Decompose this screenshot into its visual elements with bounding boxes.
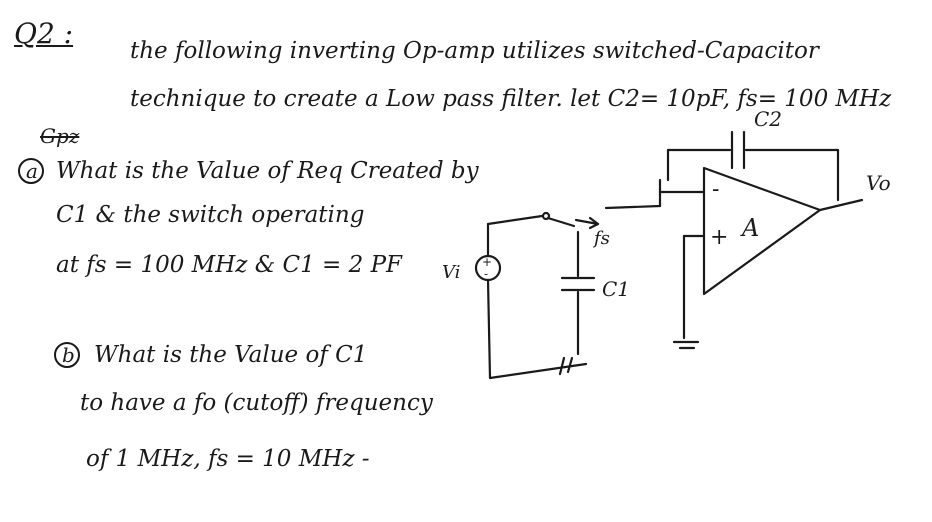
vo-label: Vo — [866, 171, 891, 195]
switch-arrowhead — [588, 216, 600, 230]
part-b-letter: b — [62, 343, 75, 367]
part-a-marker: a — [18, 158, 44, 184]
source-top-wire — [486, 214, 544, 226]
opamp-minus-sign: - — [712, 177, 719, 202]
question-number: Q2 : — [14, 17, 74, 50]
switch-arrow-line — [574, 218, 600, 226]
c2-label: C2 — [754, 107, 782, 131]
output-wire — [818, 198, 864, 212]
source-minus-sign: - — [484, 267, 488, 281]
part-a-line-2: C1 & the switch operating — [56, 202, 365, 228]
part-b-line-2: to have a fo (cutoff) frequency — [80, 390, 433, 416]
source-left-wire-bottom — [486, 278, 492, 380]
fs-label: fs — [592, 228, 610, 249]
intro-line-2: technique to create a Low pass filter. l… — [130, 86, 892, 112]
switch-arm — [546, 216, 576, 228]
vi-label: Vi — [442, 262, 460, 283]
inverting-input-wire-left — [604, 204, 662, 210]
ground-hatch-2 — [566, 356, 574, 374]
part-b-marker: b — [54, 342, 80, 368]
part-a-letter: a — [26, 159, 38, 183]
ground-hatch-1 — [558, 356, 566, 376]
scribbled-text: Gpz — [40, 124, 80, 148]
opamp-triangle — [702, 166, 822, 296]
part-a-line-3: at fs = 100 MHz & C1 = 2 PF — [56, 252, 403, 278]
part-b-line-1: What is the Value of C1 — [94, 342, 368, 368]
switch-left-terminal — [541, 211, 551, 221]
opamp-plus-sign: + — [710, 225, 728, 250]
source-bottom-wire — [488, 362, 588, 380]
c1-label: C1 — [602, 277, 630, 301]
part-a-line-1: What is the Value of Req Created by — [56, 158, 479, 184]
opamp-label: A — [740, 214, 759, 242]
intro-line-1: the following inverting Op-amp utilizes … — [130, 38, 819, 64]
part-b-line-3: of 1 MHz, fs = 10 MHz - — [86, 446, 370, 472]
source-plus-sign: + — [482, 255, 492, 269]
